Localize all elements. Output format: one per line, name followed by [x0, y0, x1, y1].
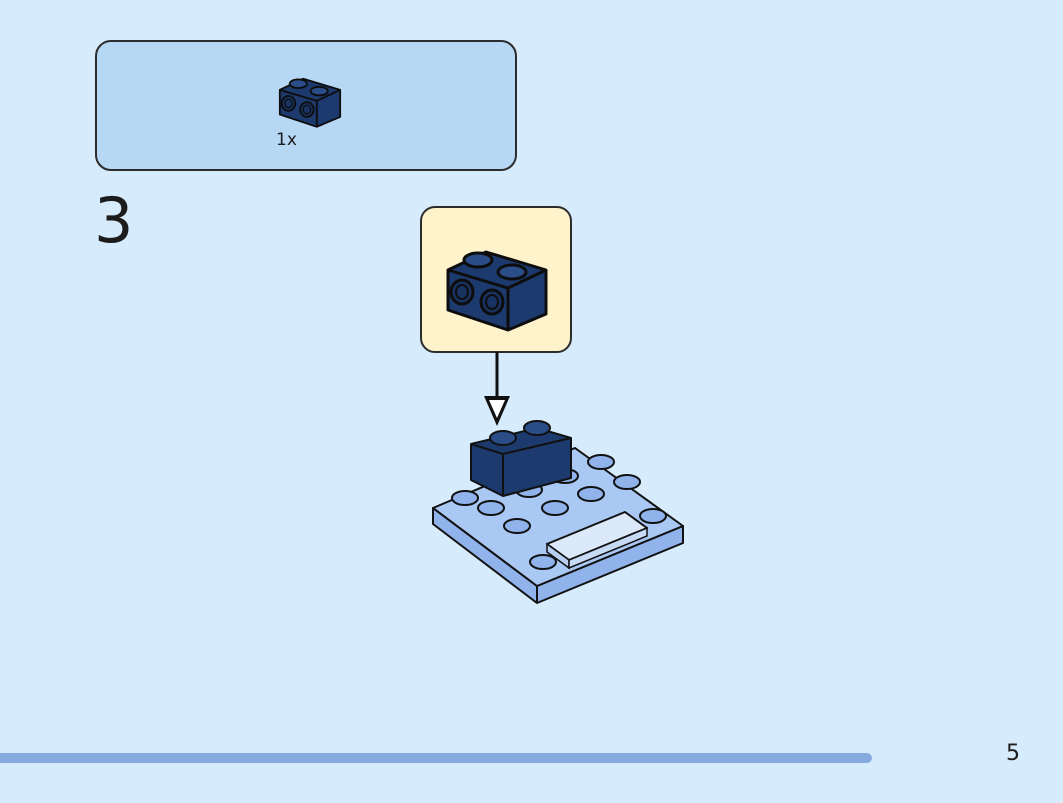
- step-number: 3: [94, 184, 134, 257]
- page-number: 5: [1006, 741, 1020, 766]
- dark-blue-brick-1x2-icon: [278, 77, 342, 128]
- part-callout-box: [420, 206, 572, 353]
- parts-list-box: 1x: [95, 40, 517, 171]
- progress-fill: [0, 753, 873, 763]
- dark-blue-brick-1x2-icon: [446, 250, 548, 332]
- build-model-illustration: [432, 420, 684, 604]
- part-quantity: 1x: [276, 130, 297, 150]
- progress-bar: [0, 753, 963, 763]
- placement-arrow-icon: [484, 352, 510, 426]
